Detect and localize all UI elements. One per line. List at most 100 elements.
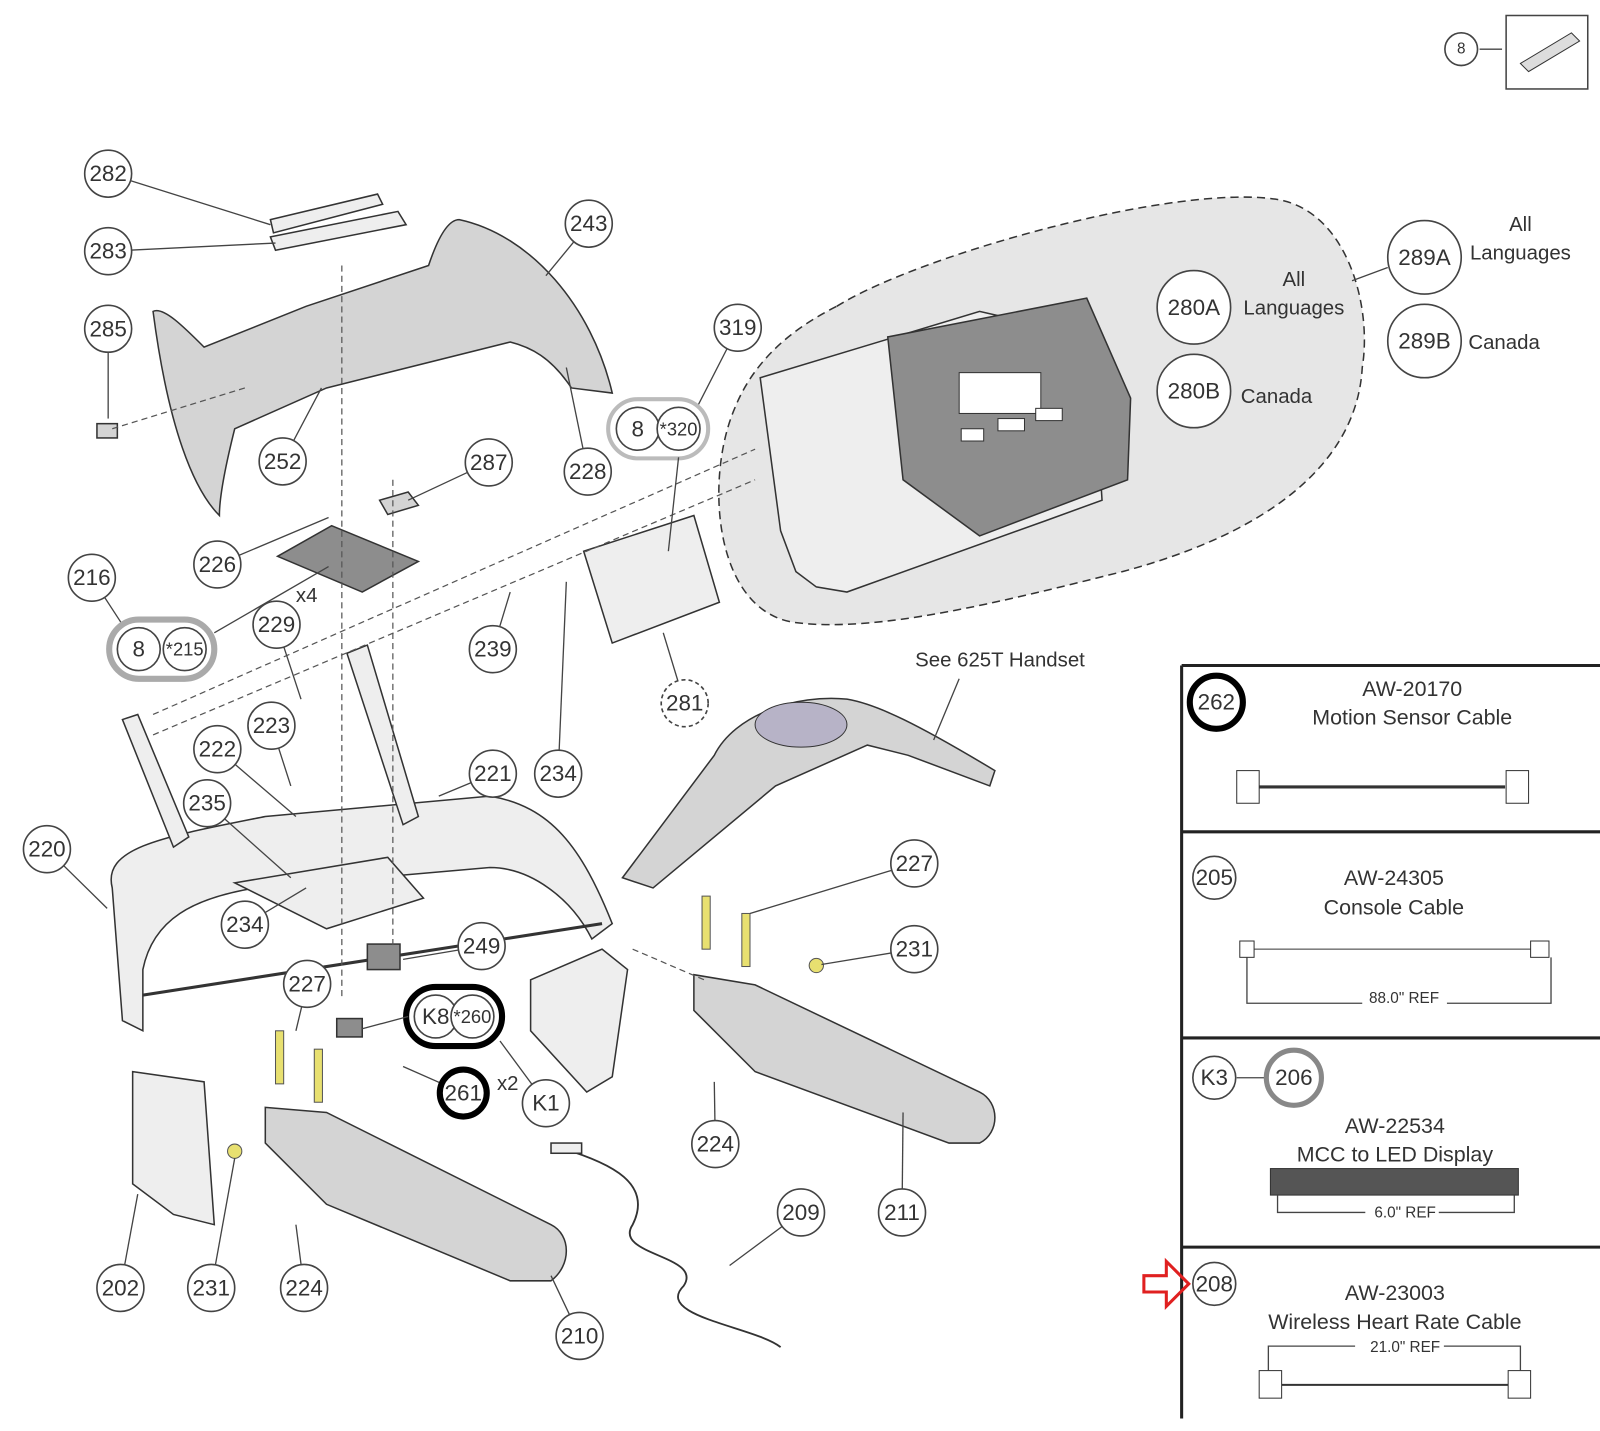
- console-shroud: [152, 218, 614, 518]
- callout-249: 249: [457, 921, 506, 971]
- callout-222: 222: [193, 724, 242, 774]
- callout-K1: K1: [521, 1078, 571, 1128]
- callout-234: 234: [220, 900, 270, 949]
- svg-text:280B: 280B: [1168, 379, 1220, 404]
- callout-220: 220: [22, 824, 72, 874]
- quantity-x4: x4: [296, 585, 318, 607]
- callout-280B: 280B: [1156, 353, 1232, 429]
- kit-pair-callout: 8*215: [106, 616, 218, 682]
- callout-label: 281: [666, 691, 703, 716]
- table-row-callout-262: 262: [1186, 672, 1246, 732]
- cable-length: 88.0" REF: [1369, 990, 1439, 1007]
- hr-cable-drawing: [1258, 1345, 1532, 1399]
- callout-label: K1: [532, 1091, 559, 1116]
- callout-label: 223: [253, 713, 290, 738]
- callout-label: 220: [28, 837, 65, 862]
- callout-319: 319: [713, 303, 763, 353]
- callout-label: 211: [884, 1200, 920, 1225]
- callout-label: 283: [89, 239, 126, 264]
- table-row-callout-K3: K3: [1192, 1055, 1237, 1100]
- callout-label: 202: [102, 1275, 139, 1300]
- callout-label: 227: [896, 851, 933, 876]
- svg-text:208: 208: [1196, 1271, 1233, 1296]
- callout-239: 239: [468, 624, 518, 674]
- callout-usb: 8: [1444, 32, 1479, 67]
- callout-287: 287: [464, 438, 514, 487]
- callout-221: 221: [468, 749, 518, 798]
- callout-229: 229: [252, 600, 301, 649]
- callout-224: 224: [691, 1119, 740, 1169]
- mcc-led-cable-drawing: [1269, 1168, 1519, 1214]
- cable-length: 21.0" REF: [1370, 1339, 1440, 1356]
- part-number: AW-23003: [1345, 1281, 1445, 1305]
- cable-length: 6.0" REF: [1374, 1205, 1436, 1222]
- callout-label: 243: [570, 211, 607, 236]
- callout-label: 221: [474, 761, 511, 786]
- callout-285: 285: [83, 304, 133, 354]
- callout-243: 243: [564, 199, 614, 248]
- callout-226: 226: [193, 540, 242, 589]
- callout-label: 234: [539, 761, 576, 786]
- all-languages-label: All: [1509, 214, 1532, 236]
- part-number: AW-22534: [1345, 1114, 1445, 1138]
- handset: [621, 697, 996, 889]
- callout-235: 235: [182, 778, 232, 828]
- callout-label: 224: [285, 1275, 322, 1300]
- callout-label: 239: [474, 637, 511, 662]
- handset-note: See 625T Handset: [915, 650, 1085, 672]
- svg-text:262: 262: [1198, 690, 1235, 715]
- callout-label: 261: [445, 1081, 482, 1106]
- all-languages-label: All: [1283, 269, 1306, 291]
- callout-label: 287: [470, 450, 507, 475]
- table-row-callout-208: 208: [1192, 1261, 1237, 1307]
- callout-label: 229: [258, 612, 295, 637]
- motion-sensor-cable-drawing: [1236, 770, 1530, 804]
- callout-202: 202: [96, 1263, 145, 1313]
- cable-name: MCC to LED Display: [1297, 1142, 1494, 1166]
- control-board: [275, 524, 421, 593]
- canada-label: Canada: [1468, 332, 1540, 354]
- svg-text:*215: *215: [166, 639, 204, 660]
- right-handrail: [693, 973, 996, 1144]
- kit-pair-callout: K8*260: [403, 983, 506, 1050]
- callout-label: 319: [719, 315, 756, 340]
- callout-label: 252: [264, 449, 301, 474]
- callout-224: 224: [279, 1263, 329, 1313]
- svg-text:8: 8: [632, 416, 644, 441]
- quantity-x2: x2: [497, 1073, 519, 1095]
- console-cable-drawing: [1239, 940, 1552, 1004]
- callout-252: 252: [258, 437, 307, 486]
- callout-209: 209: [776, 1188, 826, 1237]
- highlight-arrow-icon: [1142, 1257, 1191, 1311]
- cable-name: Wireless Heart Rate Cable: [1268, 1310, 1521, 1334]
- heart-rate-cable: [560, 1147, 782, 1348]
- callout-227: 227: [282, 959, 332, 1009]
- console-overlay-label: [886, 297, 1132, 537]
- part-number: AW-20170: [1362, 677, 1462, 701]
- part-number: AW-24305: [1344, 866, 1444, 890]
- callout-261: 261: [436, 1066, 490, 1120]
- callout-label: 222: [199, 737, 236, 762]
- kit-pair-callout: 8 *320: [606, 397, 711, 461]
- canada-label: Canada: [1241, 386, 1313, 408]
- callout-223: 223: [247, 701, 296, 750]
- languages-label: Languages: [1243, 297, 1344, 319]
- callout-280A: 280A: [1156, 269, 1232, 345]
- callout-label: 210: [561, 1323, 598, 1348]
- display-board: [582, 514, 721, 645]
- svg-text:206: 206: [1275, 1065, 1312, 1090]
- callout-231: 231: [186, 1263, 236, 1313]
- callout-227: 227: [890, 839, 939, 888]
- table-row-callout-206: 206: [1263, 1047, 1324, 1108]
- callout-289B: 289B: [1386, 303, 1463, 379]
- callout-282: 282: [83, 149, 133, 198]
- languages-label: Languages: [1470, 242, 1571, 264]
- cable-name: Motion Sensor Cable: [1312, 706, 1512, 730]
- svg-text:205: 205: [1196, 865, 1233, 890]
- svg-text:*320: *320: [660, 418, 698, 439]
- callout-289A: 289A: [1386, 219, 1463, 295]
- callout-label: 216: [73, 565, 110, 590]
- callout-label: 231: [193, 1275, 230, 1300]
- callout-label: 285: [89, 316, 126, 341]
